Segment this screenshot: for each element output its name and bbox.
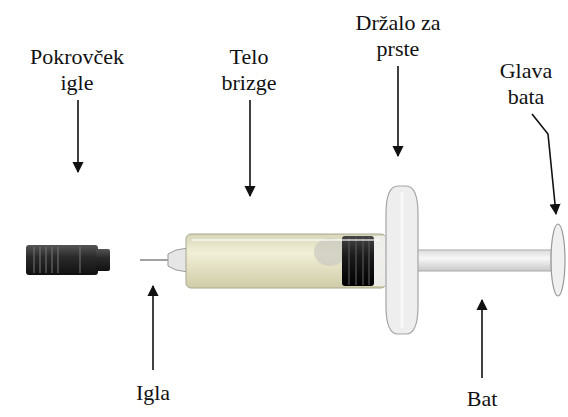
part-label: Igla bbox=[113, 380, 193, 406]
finger-grip bbox=[386, 186, 418, 334]
part-label: Držalo za prste bbox=[342, 10, 454, 62]
needle bbox=[140, 259, 168, 261]
part-label: Telo brizge bbox=[203, 44, 295, 96]
part-label: Glava bata bbox=[488, 58, 564, 110]
needle-hub bbox=[168, 248, 188, 272]
syringe-barrel bbox=[186, 234, 386, 288]
part-label: Pokrovček igle bbox=[17, 44, 137, 96]
leader-lines bbox=[78, 66, 556, 378]
part-label: Bat bbox=[442, 386, 522, 412]
needle-cap bbox=[26, 245, 110, 275]
plunger-rod bbox=[412, 250, 554, 271]
plunger-head bbox=[551, 224, 565, 296]
